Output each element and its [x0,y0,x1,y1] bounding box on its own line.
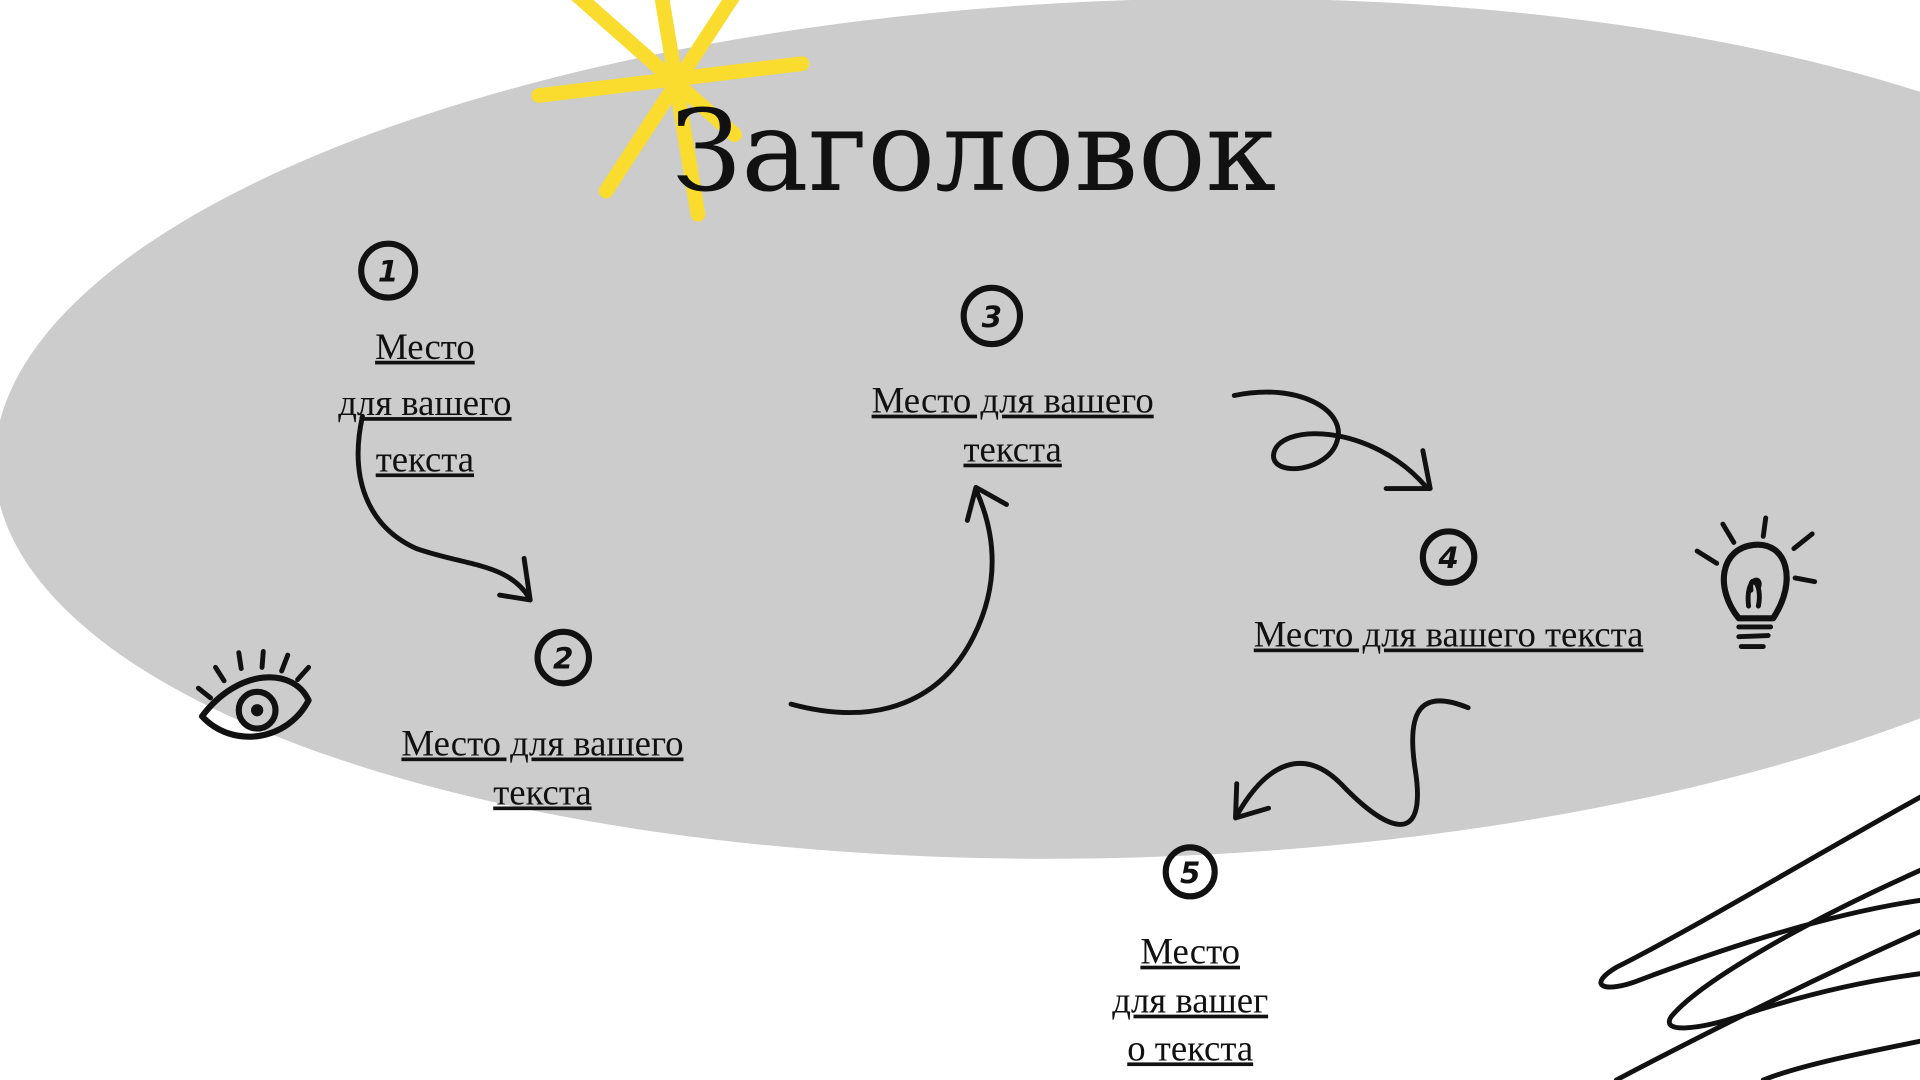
svg-text:Место: Место [375,326,475,367]
arrow-2-to-3 [788,484,1009,715]
svg-text:Место для вашего: Место для вашего [401,723,683,764]
step-5-text: Место для вашег о текста [1112,931,1268,1069]
step-3-badge: 3 [960,284,1024,348]
step-2-text: Место для вашего текста [401,723,683,813]
arrow-1-to-2 [355,413,533,603]
step-2-badge: 2 [534,628,593,687]
step-5-badge: 5 [1162,844,1218,900]
svg-text:текста: текста [963,429,1061,470]
scribble-decoration [1598,794,1920,1080]
arrow-4-to-5 [1233,698,1471,827]
svg-text:о текста: о текста [1127,1027,1253,1068]
step-1-text: Место для вашего текста [338,326,511,480]
svg-text:Место для вашего: Место для вашего [872,380,1154,421]
svg-text:4: 4 [1437,541,1458,575]
step-1-badge: 1 [358,240,419,301]
svg-text:Место для вашего текста: Место для вашего текста [1254,614,1644,655]
svg-text:2: 2 [553,642,573,676]
svg-text:для вашего: для вашего [338,382,511,423]
step-4-text: Место для вашего текста [1254,614,1644,655]
svg-text:3: 3 [982,300,1002,334]
svg-text:текста: текста [376,438,474,479]
step-4-badge: 4 [1419,528,1478,586]
svg-text:1: 1 [378,255,398,289]
star-decoration [531,0,810,222]
eye-icon [195,648,312,740]
lightbulb-icon [1694,515,1818,649]
step-3-text: Место для вашего текста [872,380,1154,470]
svg-text:текста: текста [493,771,591,812]
svg-text:для вашег: для вашег [1112,980,1268,1021]
background-ellipse [0,0,1920,859]
page-title: Заголовок [671,85,1276,217]
svg-text:5: 5 [1180,856,1200,890]
svg-text:Место: Место [1140,931,1240,972]
arrow-3-to-4 [1231,389,1433,492]
